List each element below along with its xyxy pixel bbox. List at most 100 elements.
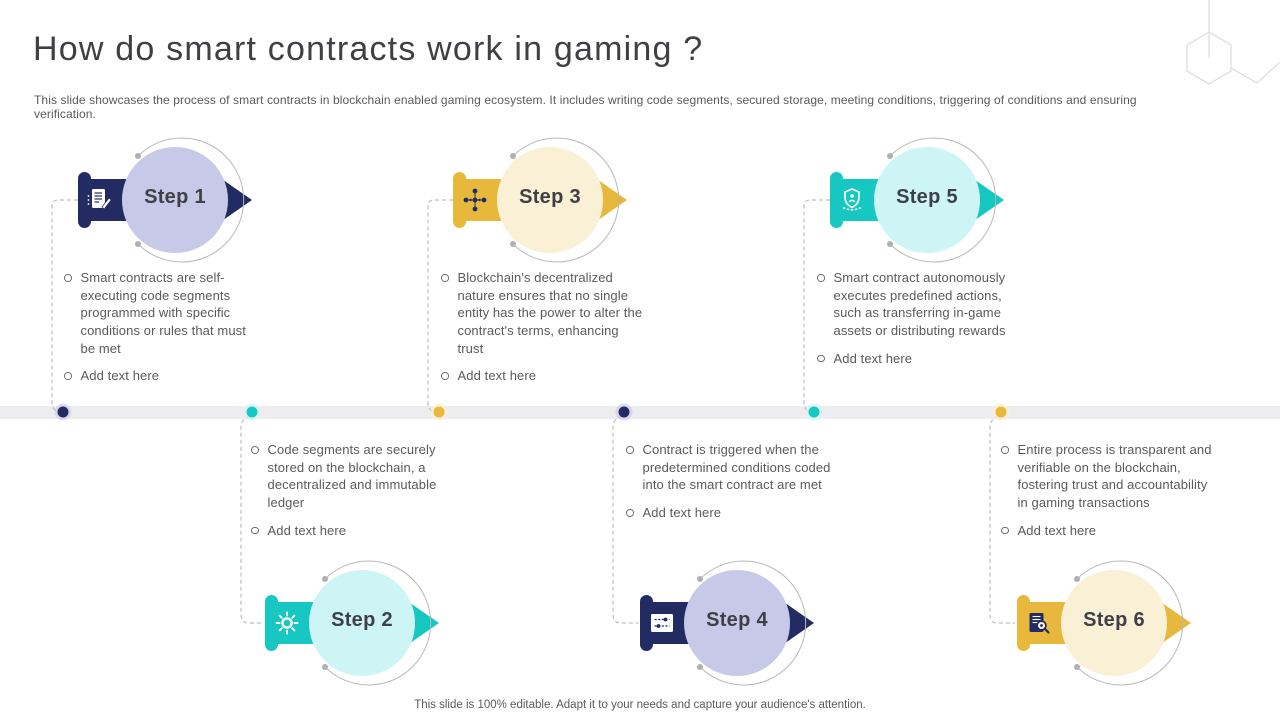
bullet-item: Smart contracts are self-executing code … (64, 269, 264, 357)
bullet-marker-icon (626, 509, 634, 517)
add-text-placeholder[interactable]: Add text here (457, 368, 537, 384)
decor-arc (512, 137, 620, 263)
add-text-placeholder[interactable]: Add text here (267, 522, 347, 538)
arc-end-dot (697, 576, 703, 582)
step-1-label: Step 1 (144, 186, 206, 208)
conditions-sliders-icon (651, 614, 673, 632)
step-circle (309, 570, 415, 676)
decor-arc (699, 560, 807, 686)
step-2-notes: Code segments are securely stored on the… (251, 441, 463, 549)
bullet-marker-icon (1001, 526, 1009, 535)
decor-arc (324, 560, 432, 686)
step-circle (122, 147, 228, 253)
step-circle (874, 147, 980, 253)
connector-step-4 (612, 415, 638, 624)
bullet-marker-icon (251, 446, 259, 454)
add-text-placeholder[interactable]: Add text here (1017, 522, 1097, 538)
bullet-item: Smart contract autonomously executes pre… (817, 269, 1025, 340)
arc-end-dot (697, 664, 703, 670)
bullet-item: Add text here (817, 350, 1025, 368)
connector-step-6 (989, 415, 1015, 624)
bullet-marker-icon (817, 274, 825, 282)
bullet-text: Entire process is transparent and verifi… (1017, 442, 1212, 511)
bullet-marker-icon (64, 372, 72, 380)
step-circle (1061, 570, 1167, 676)
bullet-marker-icon (626, 446, 634, 454)
arc-end-dot (510, 241, 516, 247)
timeline-dot-1 (54, 403, 72, 421)
bullet-marker-icon (251, 526, 259, 535)
add-text-placeholder[interactable]: Add text here (642, 505, 722, 521)
step-circle (497, 147, 603, 253)
bullet-item: Add text here (626, 504, 850, 522)
step-6-group: Step 6 (1017, 558, 1202, 688)
bullet-text: Blockchain's decentralized nature ensure… (457, 270, 643, 356)
arc-end-dot (135, 153, 141, 159)
connector-step-2 (240, 415, 263, 624)
step-3-notes: Blockchain's decentralized nature ensure… (441, 269, 647, 395)
decor-arc (889, 137, 997, 263)
step-1-group: Step 1 (78, 135, 263, 265)
decor-arc (1076, 560, 1184, 686)
bullet-text: Smart contract autonomously executes pre… (833, 270, 1006, 339)
timeline-dot-2 (243, 403, 261, 421)
bullet-marker-icon (64, 274, 72, 282)
step-2-label: Step 2 (331, 609, 393, 631)
arc-end-dot (1074, 664, 1080, 670)
step-1-notes: Smart contracts are self-executing code … (64, 269, 264, 395)
timeline-band (0, 406, 1280, 419)
timeline-dot-4 (615, 403, 633, 421)
decor-arc (137, 137, 245, 263)
bullet-item: Code segments are securely stored on the… (251, 441, 463, 512)
bullet-marker-icon (817, 354, 825, 363)
add-text-placeholder[interactable]: Add text here (80, 368, 160, 384)
arc-end-dot (887, 241, 893, 247)
arc-end-dot (510, 153, 516, 159)
arc-end-dot (1074, 576, 1080, 582)
footer-note: This slide is 100% editable. Adapt it to… (414, 699, 866, 711)
arc-end-dot (887, 153, 893, 159)
timeline-dot-5 (805, 403, 823, 421)
step-5-group: Step 5 (830, 135, 1015, 265)
bullet-item: Add text here (251, 522, 463, 540)
connector-step-5 (803, 199, 830, 413)
bullet-text: Smart contracts are self-executing code … (80, 270, 246, 356)
step-6-label: Step 6 (1083, 609, 1145, 631)
step-5-notes: Smart contract autonomously executes pre… (817, 269, 1025, 377)
bullet-item: Add text here (441, 367, 647, 385)
step-3-group: Step 3 (453, 135, 638, 265)
shield-execution-icon (842, 188, 862, 211)
step-4-label: Step 4 (706, 609, 768, 631)
bullet-item: Add text here (1001, 522, 1215, 540)
bullet-marker-icon (441, 274, 449, 282)
bullet-item: Blockchain's decentralized nature ensure… (441, 269, 647, 357)
bullet-item: Contract is triggered when the predeterm… (626, 441, 850, 494)
arc-end-dot (322, 576, 328, 582)
bullet-marker-icon (441, 372, 449, 380)
connector-step-1 (51, 199, 78, 413)
timeline-dot-3 (430, 403, 448, 421)
step-5-label: Step 5 (896, 186, 958, 208)
step-3-label: Step 3 (519, 186, 581, 208)
arc-end-dot (322, 664, 328, 670)
step-4-group: Step 4 (640, 558, 825, 688)
bullet-marker-icon (1001, 446, 1009, 454)
step-circle (684, 570, 790, 676)
contract-document-icon (87, 189, 112, 210)
secure-storage-gear-icon (275, 611, 299, 635)
step-2-group: Step 2 (265, 558, 450, 688)
add-text-placeholder[interactable]: Add text here (833, 350, 913, 366)
timeline-dot-6 (992, 403, 1010, 421)
bullet-text: Contract is triggered when the predeterm… (642, 442, 831, 493)
bullet-item: Add text here (64, 367, 264, 385)
bullet-text: Code segments are securely stored on the… (267, 442, 437, 511)
decentralized-network-icon (463, 188, 487, 212)
arc-end-dot (135, 241, 141, 247)
page-subtitle: This slide showcases the process of smar… (34, 93, 1137, 121)
step-4-notes: Contract is triggered when the predeterm… (626, 441, 850, 532)
verification-magnifier-icon (1029, 613, 1050, 634)
page-title: How do smart contracts work in gaming ? (33, 30, 704, 68)
step-6-notes: Entire process is transparent and verifi… (1001, 441, 1215, 549)
